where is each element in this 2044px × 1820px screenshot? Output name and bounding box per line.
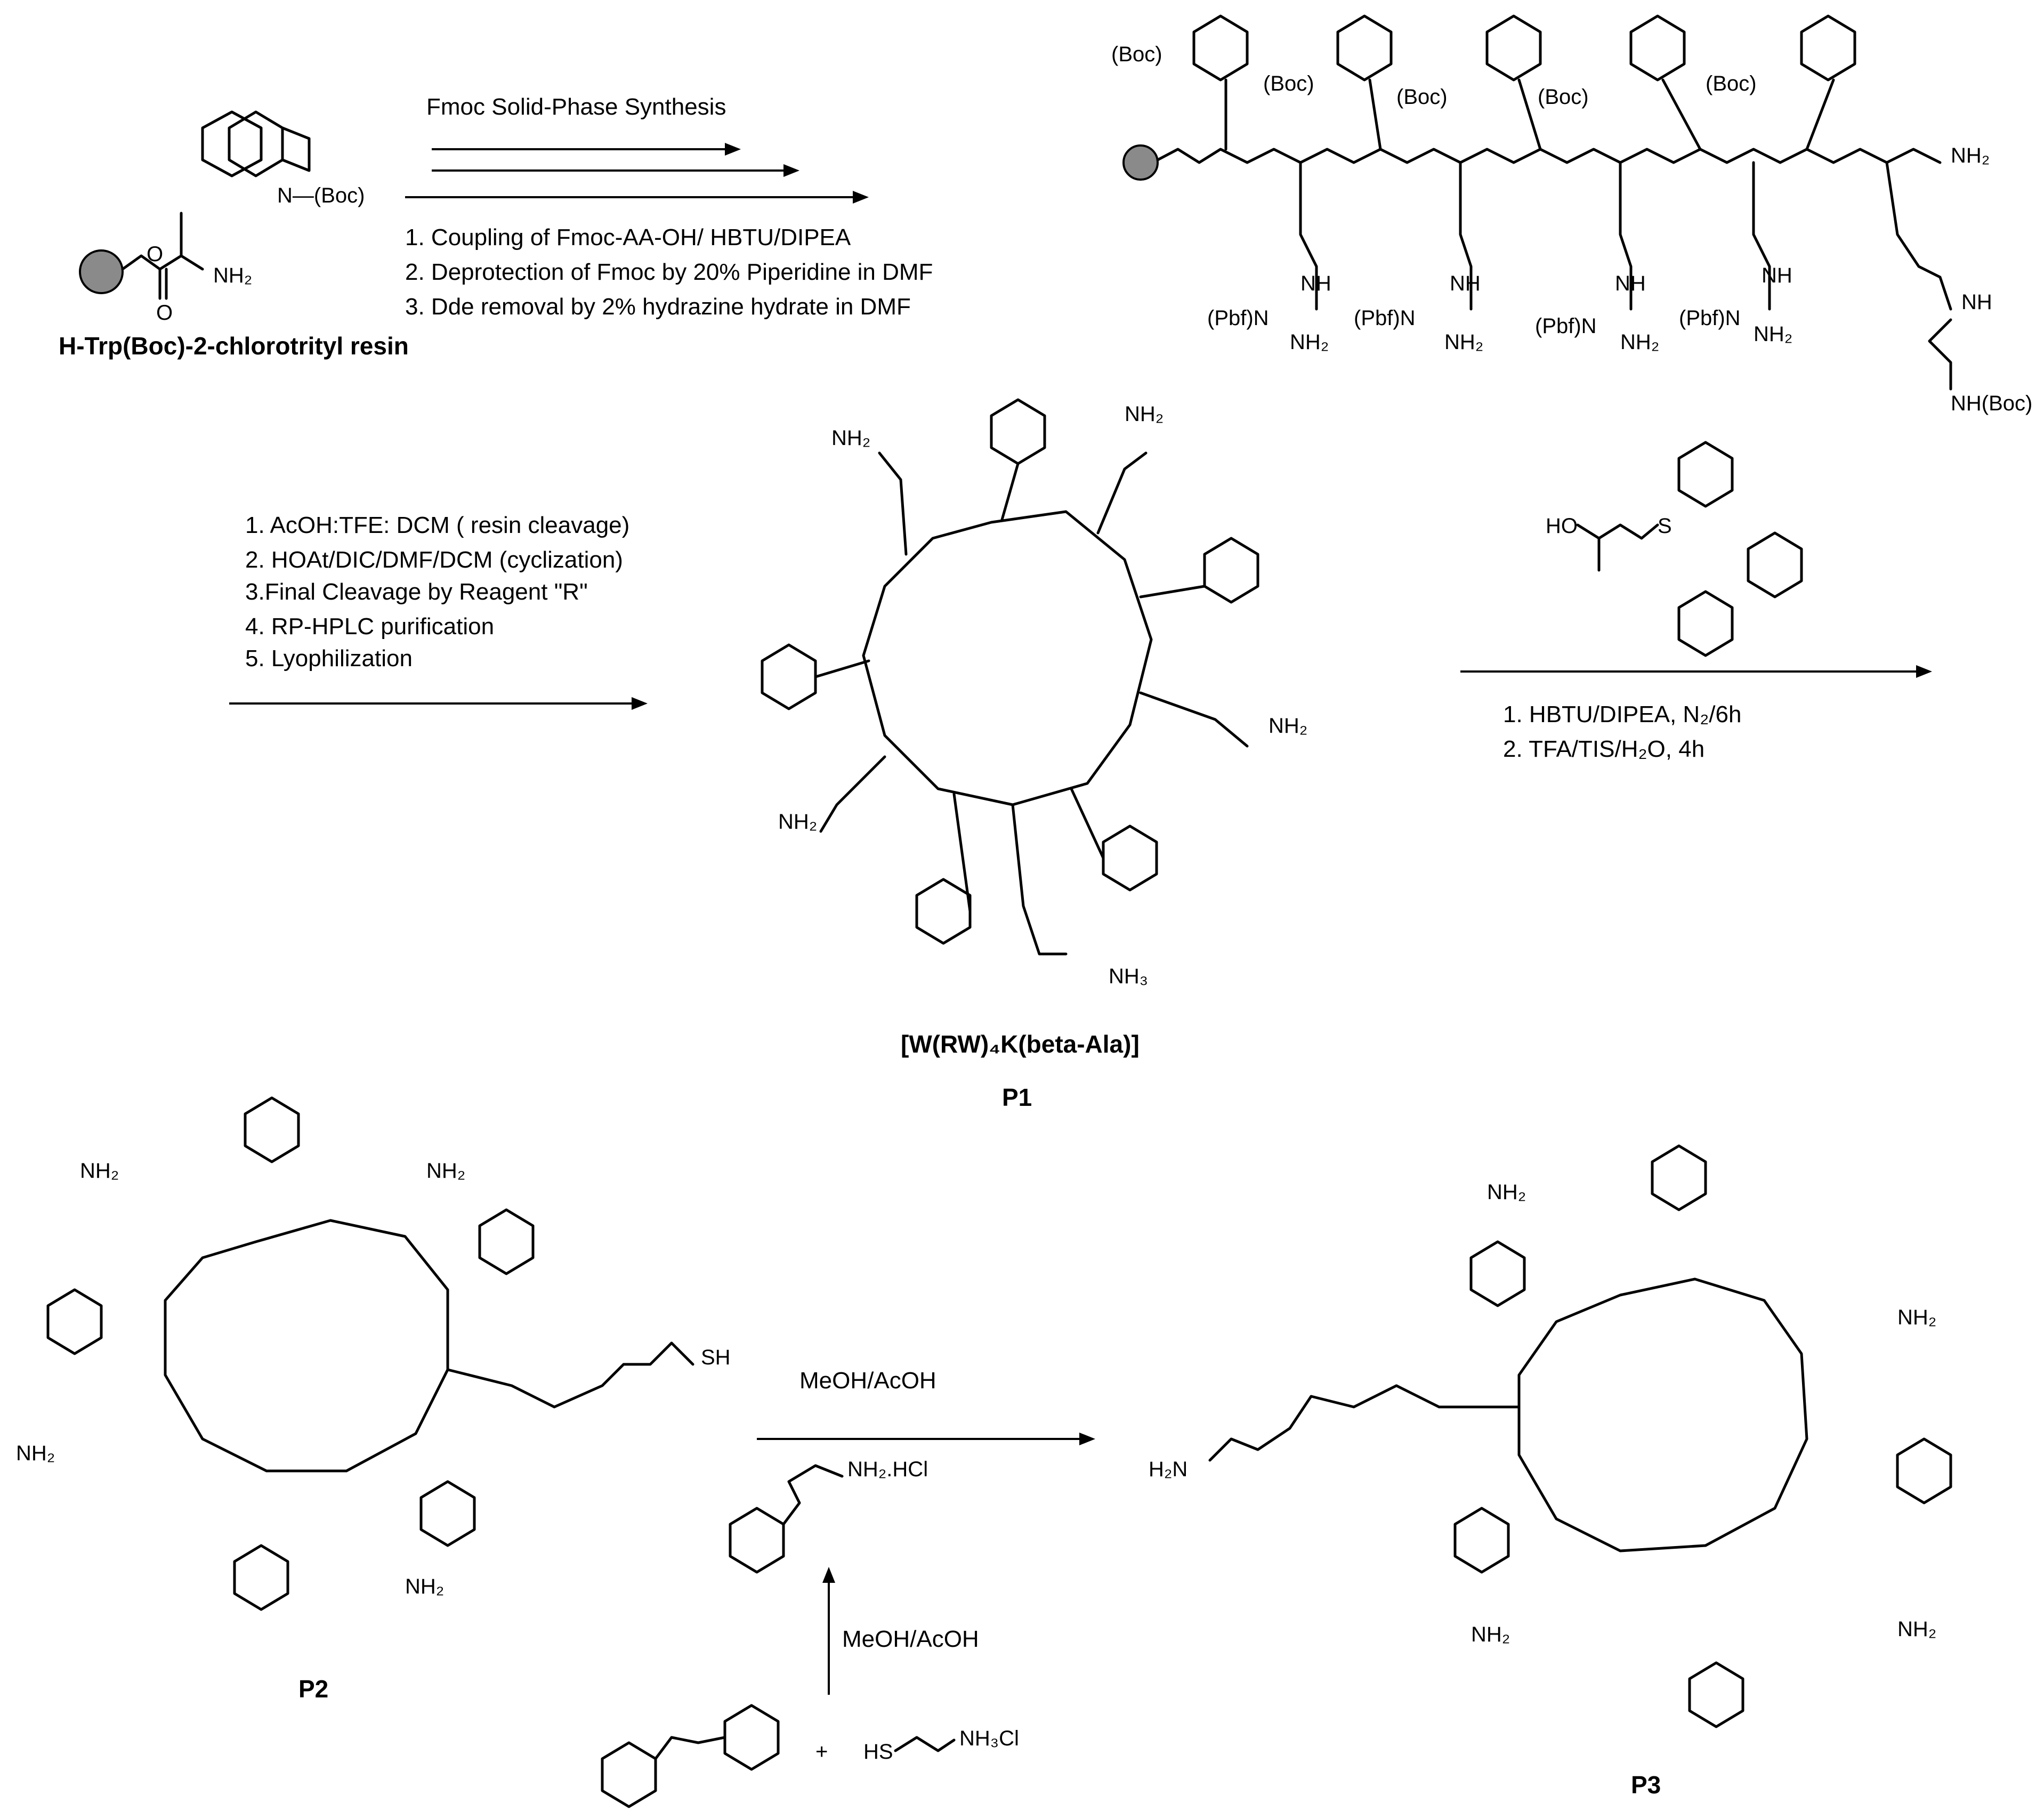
svg-text:NH₂: NH₂ bbox=[778, 810, 817, 834]
p3-h2n-label: H₂N bbox=[1149, 1458, 1187, 1481]
step1-title: Fmoc Solid-Phase Synthesis bbox=[426, 94, 726, 120]
svg-text:NH: NH bbox=[1450, 272, 1481, 295]
svg-text:O: O bbox=[147, 242, 163, 266]
svg-text:(Boc): (Boc) bbox=[1396, 85, 1448, 109]
svg-text:NH₂: NH₂ bbox=[1754, 322, 1792, 346]
arg-side-chains bbox=[1299, 161, 1952, 311]
svg-text:NH₂: NH₂ bbox=[1471, 1623, 1510, 1646]
p1-name: [W(RW)₄K(beta-Ala)] bbox=[901, 1030, 1140, 1058]
svg-text:NH₂: NH₂ bbox=[80, 1159, 119, 1183]
step4-sub-condition: MeOH/AcOH bbox=[842, 1626, 979, 1652]
step1-fmoc-synthesis: Fmoc Solid-Phase Synthesis 1. Coupling o… bbox=[405, 94, 933, 320]
svg-text:NH₂: NH₂ bbox=[1897, 1306, 1936, 1329]
svg-text:(Boc): (Boc) bbox=[1263, 72, 1314, 95]
nh-boc-label: NH(Boc) bbox=[1951, 392, 2032, 415]
svg-text:NH₂: NH₂ bbox=[831, 426, 870, 450]
p3-label: P3 bbox=[1631, 1771, 1661, 1799]
svg-text:(Pbf)N: (Pbf)N bbox=[1535, 314, 1597, 338]
svg-text:(Boc): (Boc) bbox=[1706, 72, 1757, 95]
p1-label: P1 bbox=[1002, 1083, 1032, 1111]
svg-text:(Pbf)N: (Pbf)N bbox=[1354, 306, 1416, 330]
step1-condition-1: 1. Coupling of Fmoc-AA-OH/ HBTU/DIPEA bbox=[405, 224, 851, 250]
step1-condition-2: 2. Deprotection of Fmoc by 20% Piperidin… bbox=[405, 259, 933, 285]
svg-text:NH₂: NH₂ bbox=[1125, 402, 1164, 426]
starting-material-resin: O O N—(Boc) NH₂ H-Trp(Boc)-2-chlorotrity… bbox=[59, 110, 409, 360]
p2-sh-label: SH bbox=[701, 1346, 731, 1369]
svg-text:+: + bbox=[815, 1740, 828, 1764]
svg-text:(Boc): (Boc) bbox=[1111, 43, 1162, 66]
step3-condition-1: 1. HBTU/DIPEA, N₂/6h bbox=[1503, 701, 1741, 727]
svg-text:NH₂: NH₂ bbox=[1487, 1180, 1526, 1204]
boc-n-label: N—(Boc) bbox=[277, 184, 365, 207]
svg-text:NH: NH bbox=[1300, 272, 1331, 295]
step3-condition-2: 2. TFA/TIS/H₂O, 4h bbox=[1503, 736, 1704, 762]
p2-label: P2 bbox=[298, 1675, 328, 1703]
trp-side-chains bbox=[1192, 14, 1856, 151]
nh3cl-label: NH₃Cl bbox=[959, 1727, 1019, 1750]
svg-text:S: S bbox=[1658, 514, 1672, 538]
svg-text:NH: NH bbox=[1961, 290, 1992, 314]
svg-text:(Pbf)N: (Pbf)N bbox=[1679, 306, 1741, 330]
svg-text:NH₂: NH₂ bbox=[1620, 330, 1659, 354]
svg-text:HS: HS bbox=[863, 1740, 893, 1764]
svg-text:O: O bbox=[156, 301, 173, 325]
svg-text:(Pbf)N: (Pbf)N bbox=[1207, 306, 1269, 330]
svg-text:(Boc): (Boc) bbox=[1538, 85, 1589, 109]
p2-cyclic-peptide: SH NH₂ NH₂ NH₂ NH₂ P2 bbox=[16, 1096, 731, 1703]
linear-protected-peptide: (Boc) (Boc) (Boc) (Boc) (Boc) NH NH NH N… bbox=[1111, 14, 2032, 415]
resin-label: H-Trp(Boc)-2-chlorotrityl resin bbox=[59, 332, 409, 360]
step2-condition-3: 3.Final Cleavage by Reagent "R" bbox=[245, 579, 588, 605]
p1-nh3-label: NH₃ bbox=[1109, 965, 1148, 988]
svg-text:NH: NH bbox=[1762, 264, 1792, 287]
svg-text:NH₂: NH₂ bbox=[1897, 1617, 1936, 1641]
svg-text:NH: NH bbox=[1615, 272, 1646, 295]
nh2-label: NH₂ bbox=[213, 264, 252, 287]
svg-text:HO: HO bbox=[1546, 514, 1578, 538]
step1-condition-3: 3. Dde removal by 2% hydrazine hydrate i… bbox=[405, 294, 911, 320]
step3-thiol-coupling: HO S 1. HBTU/DIPEA, N₂/6h 2. TFA/TIS/H₂O… bbox=[1460, 441, 1932, 762]
step2-condition-4: 4. RP-HPLC purification bbox=[245, 613, 494, 640]
step4-condition: MeOH/AcOH bbox=[799, 1368, 936, 1394]
svg-text:NH₂: NH₂ bbox=[1444, 330, 1483, 354]
step4-disulfide-formation: MeOH/AcOH NH₂.HCl MeOH/AcOH + HS NH₃Cl bbox=[601, 1368, 1095, 1808]
step2-cyclization: 1. AcOH:TFE: DCM ( resin cleavage) 2. HO… bbox=[229, 512, 648, 710]
svg-text:NH₂.HCl: NH₂.HCl bbox=[847, 1458, 928, 1481]
p3-cyclic-peptide: H₂N NH₂ NH₂ NH₂ NH₂ P3 bbox=[1149, 1144, 1952, 1799]
svg-text:NH₂: NH₂ bbox=[405, 1575, 444, 1598]
svg-text:NH₂: NH₂ bbox=[1269, 714, 1307, 738]
step2-condition-1: 1. AcOH:TFE: DCM ( resin cleavage) bbox=[245, 512, 629, 538]
svg-text:NH₂: NH₂ bbox=[1290, 330, 1329, 354]
svg-text:NH₂: NH₂ bbox=[16, 1442, 55, 1465]
p1-cyclic-peptide: NH₂ NH₂ NH₂ NH₂ NH₃ [W(RW)₄K(beta-Ala)] … bbox=[761, 398, 1307, 1111]
step2-condition-5: 5. Lyophilization bbox=[245, 645, 413, 672]
svg-text:NH₂: NH₂ bbox=[426, 1159, 465, 1183]
step2-condition-2: 2. HOAt/DIC/DMF/DCM (cyclization) bbox=[245, 547, 623, 573]
svg-text:NH₂: NH₂ bbox=[1951, 144, 1990, 167]
